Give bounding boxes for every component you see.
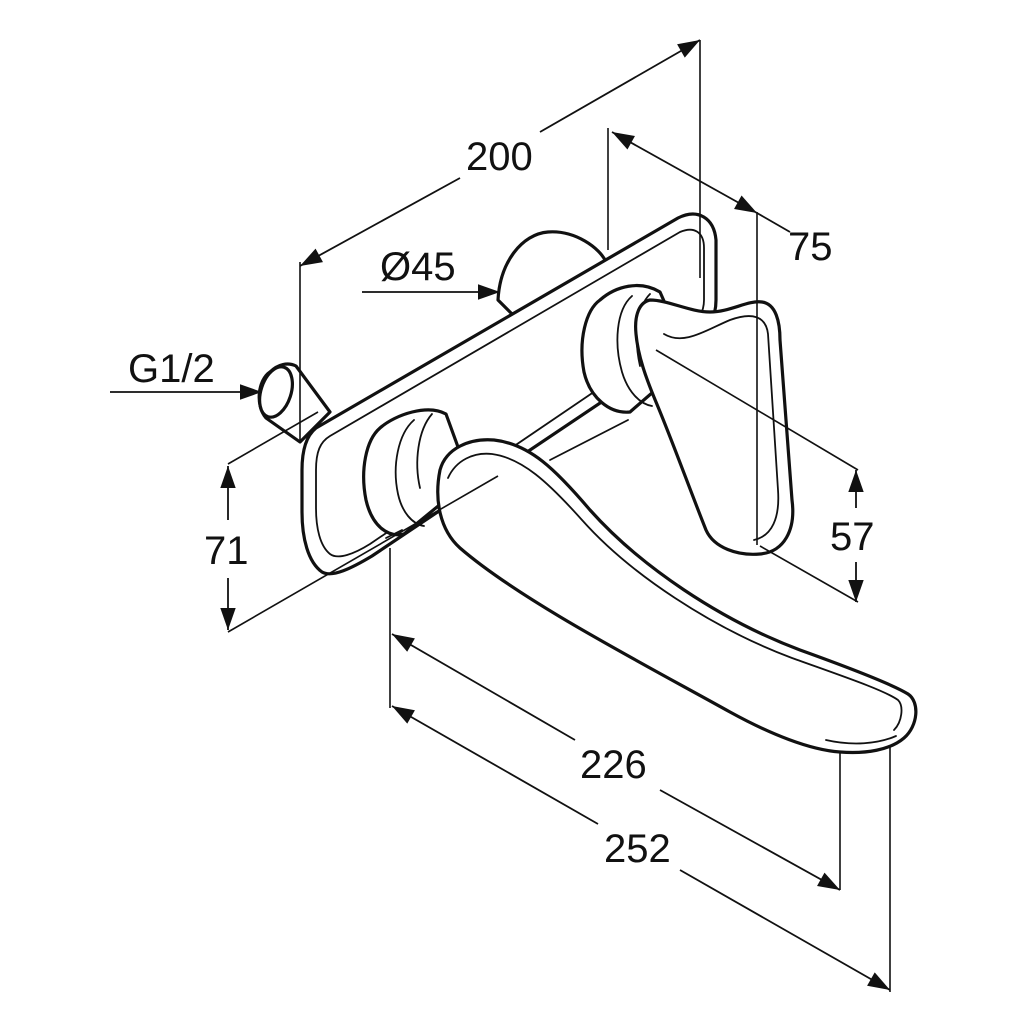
label-plate-depth: 75	[788, 225, 833, 269]
rosette-disc	[496, 230, 608, 324]
label-spout-projection: 226	[580, 743, 647, 787]
spout	[436, 438, 918, 755]
label-rosette-diameter: Ø45	[380, 245, 456, 289]
label-plate-height: 71	[204, 529, 249, 573]
dim-line-252-a	[391, 705, 599, 825]
label-connection-thread: G1/2	[128, 347, 215, 391]
faucet-body	[257, 212, 918, 755]
dim-line-200-b	[539, 39, 701, 133]
dim-line-75	[611, 131, 758, 214]
dim-line-75-ext	[756, 212, 791, 233]
extension-lines	[227, 40, 891, 992]
dim-line-226-a	[391, 633, 576, 741]
dimension-labels: 200 75 Ø45 G1/2 71 57 226 252	[128, 135, 875, 871]
label-total-projection: 252	[604, 827, 671, 871]
dim-line-252-b	[679, 869, 891, 991]
label-total-depth: 200	[466, 135, 533, 179]
label-lever-height: 57	[830, 515, 875, 559]
spout-base	[362, 408, 472, 537]
lever-handle	[634, 298, 795, 556]
connection-pipe	[257, 362, 332, 444]
dimension-lines	[110, 39, 891, 991]
dim-line-226-b	[659, 789, 841, 891]
dim-line-200-a	[299, 177, 461, 267]
